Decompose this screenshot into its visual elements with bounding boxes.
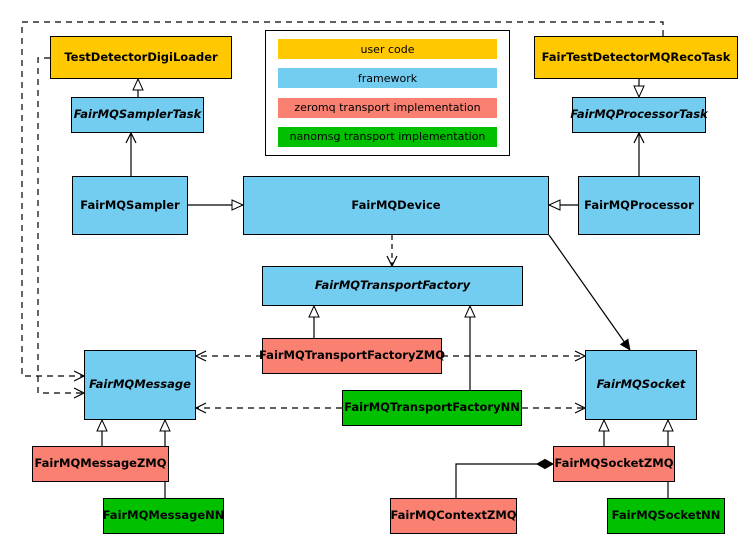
- class-label: FairTestDetectorMQRecoTask: [541, 49, 731, 64]
- class-label: FairMQMessageNN: [102, 508, 225, 523]
- legend-label: framework: [357, 71, 418, 85]
- legend-label: zeromq transport implementation: [294, 101, 481, 115]
- legend-label: nanomsg transport implementation: [289, 130, 486, 144]
- class-label: FairMQSocketNN: [611, 508, 721, 523]
- class-label: FairMQContextZMQ: [390, 508, 517, 523]
- class-box-fairmqprocessortask[interactable]: FairMQProcessorTask: [570, 97, 708, 133]
- class-label: FairMQSocket: [596, 377, 686, 392]
- class-label: FairMQSamplerTask: [73, 107, 202, 122]
- class-box-fairmqmessagenn[interactable]: FairMQMessageNN: [103, 498, 224, 534]
- class-box-fairmqsamplertask[interactable]: FairMQSamplerTask: [71, 97, 204, 133]
- legend-item-framework: framework: [278, 68, 497, 89]
- class-box-testdetectordigiloader[interactable]: TestDetectorDigiLoader: [50, 36, 232, 79]
- class-box-fairtestdetectormqrecotask[interactable]: FairTestDetectorMQRecoTask: [534, 36, 738, 79]
- class-label: TestDetectorDigiLoader: [64, 49, 218, 64]
- class-box-fairmqmessage[interactable]: FairMQMessage: [84, 350, 196, 420]
- class-label: FairMQTransportFactoryZMQ: [259, 348, 446, 363]
- class-box-fairmqtransportfactory[interactable]: FairMQTransportFactory: [262, 266, 523, 306]
- class-label: FairMQProcessor: [584, 197, 694, 212]
- class-box-fairmqmessagezmq[interactable]: FairMQMessageZMQ: [32, 446, 169, 482]
- legend-label: user code: [360, 42, 415, 56]
- class-box-fairmqsocketnn[interactable]: FairMQSocketNN: [607, 498, 725, 534]
- class-label: FairMQSocketZMQ: [554, 456, 674, 471]
- class-label: FairMQMessageZMQ: [34, 456, 167, 471]
- class-box-fairmqcontextzmq[interactable]: FairMQContextZMQ: [390, 498, 517, 534]
- class-label: FairMQMessage: [89, 377, 191, 392]
- class-box-fairmqsocketzmq[interactable]: FairMQSocketZMQ: [553, 446, 675, 482]
- class-box-fairmqprocessor[interactable]: FairMQProcessor: [578, 176, 700, 235]
- class-box-fairmqtransportfactoryzmq[interactable]: FairMQTransportFactoryZMQ: [259, 338, 446, 374]
- class-label: FairMQSampler: [80, 197, 180, 212]
- class-label: FairMQDevice: [351, 197, 441, 212]
- class-box-fairmqsocket[interactable]: FairMQSocket: [585, 350, 697, 420]
- legend-panel: user code framework zeromq transport imp…: [265, 30, 510, 156]
- class-box-fairmqsampler[interactable]: FairMQSampler: [72, 176, 188, 235]
- class-label: FairMQTransportFactory: [314, 278, 471, 293]
- class-box-fairmqdevice[interactable]: FairMQDevice: [243, 176, 549, 235]
- class-label: FairMQTransportFactoryNN: [344, 400, 520, 415]
- legend-item-nanomsg: nanomsg transport implementation: [278, 126, 497, 147]
- class-label: FairMQProcessorTask: [570, 107, 708, 122]
- class-box-fairmqtransportfactorynn[interactable]: FairMQTransportFactoryNN: [342, 390, 522, 426]
- legend-item-zeromq: zeromq transport implementation: [278, 97, 497, 118]
- legend-item-user-code: user code: [278, 39, 497, 59]
